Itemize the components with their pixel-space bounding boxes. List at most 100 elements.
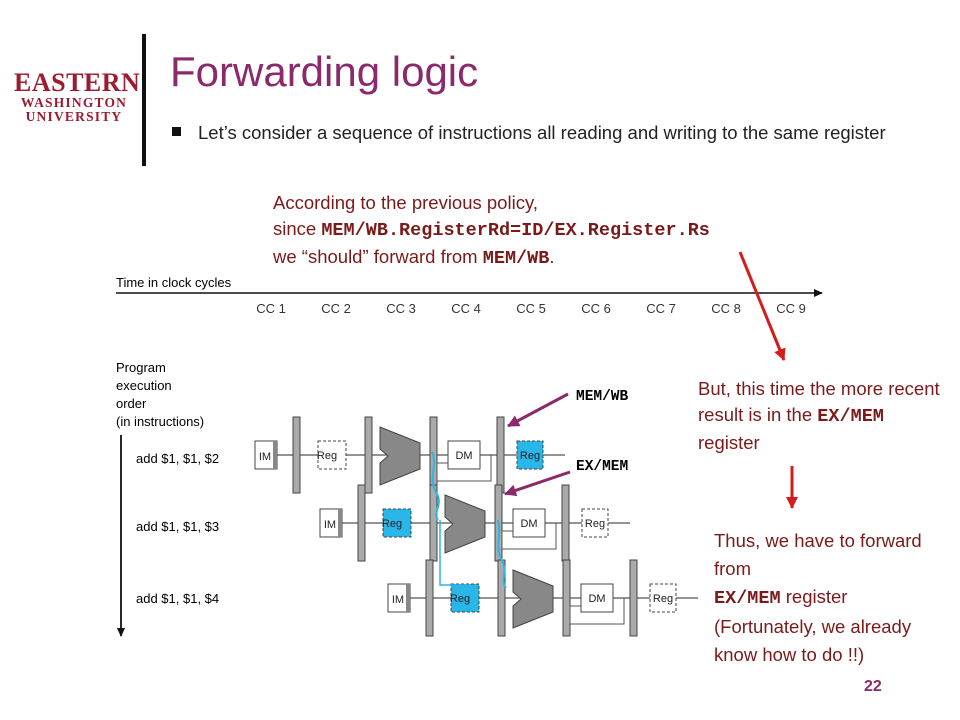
cycle-label-6: CC 6 xyxy=(581,301,611,316)
note-top-line3-suffix: . xyxy=(549,246,555,267)
cycle-label-4: CC 4 xyxy=(451,301,481,316)
order-label-line1: Program xyxy=(116,360,166,375)
dm-label: DM xyxy=(520,518,537,530)
reg-write-box xyxy=(581,508,609,538)
bullet-text: Let’s consider a sequence of instruction… xyxy=(198,122,886,143)
note-bottom-code-suffix: register xyxy=(780,586,848,607)
note-right-exmem-code: EX/MEM xyxy=(817,406,884,427)
reg-write-box xyxy=(516,440,544,470)
pipeline-register-2 xyxy=(429,484,438,562)
dm-label: DM xyxy=(455,450,472,462)
dm-bypass-line xyxy=(569,598,625,625)
cycle-label-5: CC 5 xyxy=(516,301,546,316)
order-label-line2: execution xyxy=(116,378,172,393)
header-divider xyxy=(142,34,146,166)
program-order-label: Program execution order (in instructions… xyxy=(116,360,204,429)
reg-write-box xyxy=(649,583,677,613)
note-top-line3: we “should” forward from MEM/WB. xyxy=(273,244,710,272)
page-number: 22 xyxy=(864,678,882,695)
cycle-label-2: CC 2 xyxy=(321,301,351,316)
pipeline-register-1 xyxy=(292,416,301,494)
note-top-line2: since MEM/WB.RegisterRd=ID/EX.Register.R… xyxy=(273,216,710,244)
alu-shape xyxy=(512,569,554,629)
cycle-label-7: CC 7 xyxy=(646,301,676,316)
pipeline-register-4 xyxy=(629,559,638,637)
note-right-suffix: register xyxy=(698,432,760,453)
cycle-label-8: CC 8 xyxy=(711,301,741,316)
reg-write-label: Reg xyxy=(520,450,540,462)
note-bottom-line1: Thus, we have to forward from xyxy=(714,530,922,579)
note-bottom-line3: (Fortunately, we already know how to do … xyxy=(714,616,912,665)
university-logo: EASTERN WASHINGTON UNIVERSITY xyxy=(14,68,141,124)
dm-box xyxy=(447,440,481,470)
pipeline-register-4 xyxy=(496,416,505,494)
dm-box xyxy=(580,583,614,613)
pipeline-register-4 xyxy=(561,484,570,562)
clock-cycle-labels: CC 1 CC 2 CC 3 CC 4 CC 5 CC 6 CC 7 CC 8 CC 9 xyxy=(256,301,806,316)
note-recent-result: But, this time the more recent result is… xyxy=(698,376,948,456)
dm-label: DM xyxy=(588,593,605,605)
alu-shape xyxy=(444,494,486,554)
im-shade xyxy=(338,509,342,537)
pipeline-row-1: IM Reg DM Reg xyxy=(254,416,565,494)
alu-shape xyxy=(379,426,421,486)
cycle-label-1: CC 1 xyxy=(256,301,286,316)
note-bottom-exmem-code: EX/MEM xyxy=(714,588,781,609)
time-axis-label: Time in clock cycles xyxy=(116,275,232,290)
memwb-register-label: MEM/WB xyxy=(576,389,629,405)
order-label-line3: order xyxy=(116,396,147,411)
cycle-label-3: CC 3 xyxy=(386,301,416,316)
bullet-point: Let’s consider a sequence of instruction… xyxy=(172,120,942,145)
dm-box xyxy=(512,508,546,538)
im-shade xyxy=(273,441,277,469)
pipeline-register-1 xyxy=(425,559,434,637)
cycle-label-9: CC 9 xyxy=(776,301,806,316)
reg-read-label: Reg xyxy=(450,593,470,605)
pipeline-row-3: IM Reg DM Reg xyxy=(387,559,698,637)
logo-line-eastern: EASTERN xyxy=(14,68,141,97)
bullet-square-icon xyxy=(172,127,181,136)
forward-path-memwb xyxy=(431,451,440,521)
note-right-text: But, this time the more recent result is… xyxy=(698,378,940,425)
note-top-line2-prefix: since xyxy=(273,218,322,239)
slide-title: Forwarding logic xyxy=(170,48,479,95)
logo-line-university: UNIVERSITY xyxy=(25,109,123,124)
pipeline-register-3 xyxy=(562,559,571,637)
instruction-label-3: add $1, $1, $4 xyxy=(136,591,219,606)
reg-read-box xyxy=(382,508,412,538)
reg-write-label: Reg xyxy=(653,593,673,605)
im-label: IM xyxy=(392,594,404,606)
pipeline-row-2: IM Reg DM Reg xyxy=(319,484,630,562)
dm-bypass-line xyxy=(501,523,557,550)
reg-read-label: Reg xyxy=(382,518,402,530)
order-label-line4: (in instructions) xyxy=(116,414,204,429)
exmem-pointer-arrow xyxy=(504,470,571,497)
note-previous-policy: According to the previous policy, since … xyxy=(273,190,710,272)
reg-read-box xyxy=(450,583,480,613)
reg-write-label: Reg xyxy=(585,518,605,530)
note-top-line3-prefix: we “should” forward from xyxy=(273,246,483,267)
forward-path-exmem xyxy=(497,519,507,589)
instruction-label-1: add $1, $1, $2 xyxy=(136,451,219,466)
note-bottom-line2: EX/MEM register xyxy=(714,583,950,613)
note-top-memwb-code: MEM/WB xyxy=(482,248,550,269)
reg-read-box xyxy=(317,440,347,470)
pipeline-register-1 xyxy=(357,484,366,562)
forward-path-row2 xyxy=(439,520,470,586)
reg-read-label: Reg xyxy=(317,450,337,462)
pipeline-register-2 xyxy=(364,416,373,494)
im-label: IM xyxy=(259,451,271,463)
note-conclusion: Thus, we have to forward from EX/MEM reg… xyxy=(714,527,950,669)
red-arrow-policy-to-recent xyxy=(738,251,786,361)
exmem-register-label: EX/MEM xyxy=(576,459,628,475)
note-top-condition-code: MEM/WB.RegisterRd=ID/EX.Register.Rs xyxy=(321,220,710,241)
instruction-label-2: add $1, $1, $3 xyxy=(136,519,219,534)
im-label: IM xyxy=(324,519,336,531)
logo-line-washington: WASHINGTON xyxy=(20,95,128,110)
note-top-line1: According to the previous policy, xyxy=(273,192,538,213)
dm-bypass-line xyxy=(436,455,492,482)
memwb-pointer-arrow xyxy=(507,392,569,428)
im-shade xyxy=(406,584,410,612)
